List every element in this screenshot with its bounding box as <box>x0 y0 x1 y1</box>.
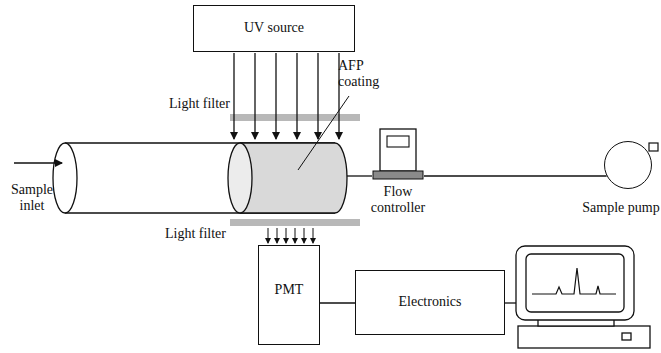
leader-line <box>298 96 349 170</box>
process-box: PMT <box>258 245 320 345</box>
pump-circle: Sample pump <box>604 141 652 189</box>
connector-line <box>424 175 607 176</box>
uv-rays <box>234 53 339 139</box>
computer <box>516 246 650 348</box>
emission-rays <box>268 228 313 243</box>
flow-controller: Flow controller <box>372 128 424 180</box>
part-label: Light filter <box>150 96 230 112</box>
node-label: Electronics <box>399 294 462 310</box>
part-label: AFP coating <box>338 58 398 90</box>
node-label: Flow controller <box>358 184 438 216</box>
node-label: UV source <box>244 20 304 36</box>
process-box: UV source <box>193 5 355 52</box>
sample-tube <box>53 143 347 213</box>
flow-controller-symbol <box>372 128 424 180</box>
outlet-line <box>347 175 372 176</box>
inlet-arrow <box>14 162 62 163</box>
light-filter <box>230 114 360 121</box>
node-label: PMT <box>275 282 304 298</box>
process-box: Electronics <box>355 270 505 335</box>
part-label: Light filter <box>146 226 226 242</box>
part-label: Sample inlet <box>4 182 60 214</box>
light-filter <box>230 219 360 226</box>
connector-line <box>320 302 355 303</box>
node-label: Sample pump <box>575 200 661 216</box>
pump-outlet <box>649 143 658 151</box>
